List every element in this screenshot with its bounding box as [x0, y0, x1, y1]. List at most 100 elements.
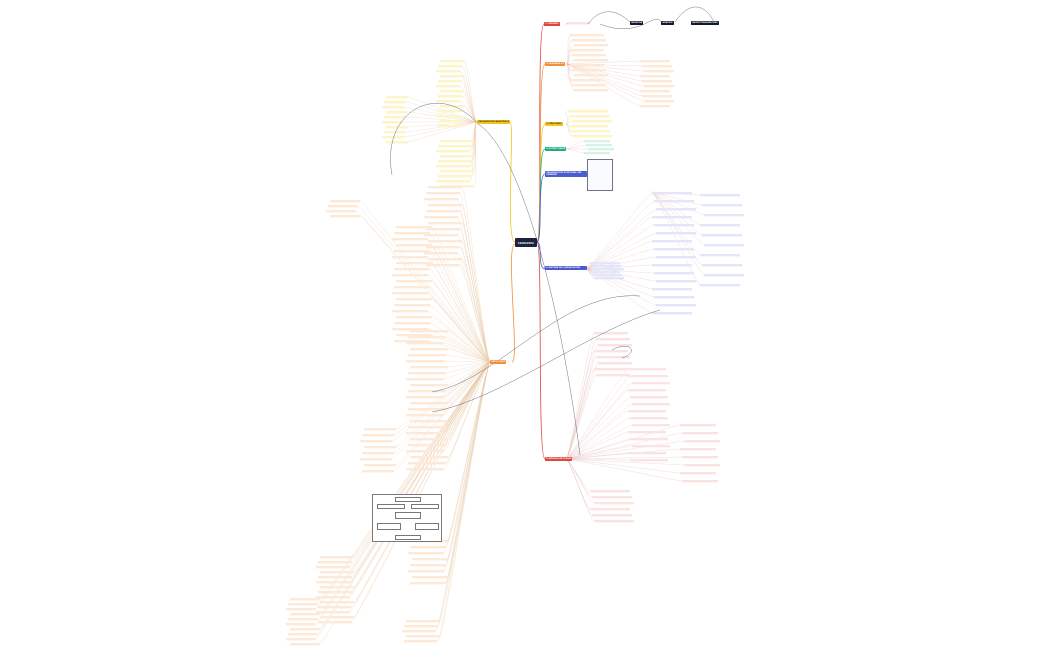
leaf-node[interactable]: [436, 100, 460, 103]
leaf-node[interactable]: [438, 110, 462, 113]
leaf-node[interactable]: [410, 366, 448, 369]
leaf-node[interactable]: [288, 603, 318, 606]
leaf-node[interactable]: [592, 274, 622, 277]
leaf-node[interactable]: [328, 205, 358, 208]
leaf-node[interactable]: [330, 215, 360, 218]
leaf-node[interactable]: [320, 601, 354, 604]
leaf-node[interactable]: [330, 200, 360, 203]
leaf-node[interactable]: [392, 238, 428, 241]
leaf-node[interactable]: [680, 472, 716, 475]
leaf-node[interactable]: [410, 384, 448, 387]
leaf-node[interactable]: [570, 34, 604, 37]
leaf-node[interactable]: [384, 131, 406, 134]
leaf-node[interactable]: [572, 39, 606, 42]
leaf-node[interactable]: [598, 344, 632, 347]
leaf-node[interactable]: [590, 490, 630, 493]
leaf-node[interactable]: [570, 22, 588, 25]
leaf-node[interactable]: [426, 192, 460, 195]
leaf-node[interactable]: [424, 216, 458, 219]
topic-desarrollo[interactable]: 2. DESARROLLO: [545, 62, 566, 66]
leaf-node[interactable]: [396, 262, 432, 265]
leaf-node[interactable]: [574, 89, 608, 92]
leaf-node[interactable]: [394, 322, 430, 325]
leaf-node[interactable]: [406, 396, 444, 399]
leaf-node[interactable]: [386, 141, 408, 144]
leaf-node[interactable]: [570, 64, 604, 67]
topic-organizacion-funcional[interactable]: ORGANIZACIÓN FUNCIONAL DEL CEREBRO: [545, 171, 588, 178]
leaf-node[interactable]: [570, 115, 610, 118]
leaf-node[interactable]: [394, 232, 430, 235]
leaf-node[interactable]: [320, 586, 354, 589]
leaf-node[interactable]: [642, 65, 672, 68]
leaf-node[interactable]: [628, 431, 666, 434]
leaf-node[interactable]: [654, 296, 694, 299]
leaf-node[interactable]: [644, 100, 674, 103]
leaf-node[interactable]: [596, 356, 630, 359]
leaf-node[interactable]: [384, 101, 406, 104]
leaf-node[interactable]: [316, 581, 350, 584]
leaf-node[interactable]: [426, 246, 460, 249]
leaf-node[interactable]: [408, 552, 444, 555]
leaf-node[interactable]: [440, 90, 464, 93]
leaf-node[interactable]: [436, 115, 460, 118]
leaf-node[interactable]: [654, 224, 694, 227]
central-topic[interactable]: CEREBRIA: [515, 238, 537, 247]
leaf-node[interactable]: [592, 496, 632, 499]
leaf-node[interactable]: [440, 140, 474, 143]
leaf-node[interactable]: [402, 630, 436, 633]
leaf-node[interactable]: [406, 635, 440, 638]
leaf-node[interactable]: [594, 277, 624, 280]
leaf-node[interactable]: [438, 125, 462, 128]
leaf-node[interactable]: [440, 75, 464, 78]
leaf-node[interactable]: [290, 598, 320, 601]
leaf-node[interactable]: [364, 428, 396, 431]
leaf-node[interactable]: [700, 254, 740, 257]
leaf-node[interactable]: [572, 120, 612, 123]
leaf-node[interactable]: [594, 502, 634, 505]
leaf-node[interactable]: [640, 90, 670, 93]
leaf-node[interactable]: [684, 440, 720, 443]
leaf-node[interactable]: [286, 608, 316, 611]
leaf-node[interactable]: [570, 49, 604, 52]
leaf-node[interactable]: [642, 95, 672, 98]
leaf-node[interactable]: [680, 424, 716, 427]
leaf-node[interactable]: [428, 204, 462, 207]
leaf-node[interactable]: [642, 80, 672, 83]
leaf-node[interactable]: [570, 130, 610, 133]
leaf-node[interactable]: [656, 208, 696, 211]
leaf-node[interactable]: [320, 571, 354, 574]
leaf-node[interactable]: [412, 558, 448, 561]
leaf-node[interactable]: [652, 192, 692, 195]
leaf-node[interactable]: [590, 262, 620, 265]
leaf-node[interactable]: [406, 468, 444, 471]
leaf-node[interactable]: [628, 410, 666, 413]
leaf-node[interactable]: [320, 616, 354, 619]
leaf-node[interactable]: [598, 362, 632, 365]
leaf-node[interactable]: [640, 75, 670, 78]
leaf-node[interactable]: [592, 265, 622, 268]
leaf-node[interactable]: [406, 360, 444, 363]
leaf-node[interactable]: [426, 228, 460, 231]
leaf-node[interactable]: [680, 448, 716, 451]
leaf-node[interactable]: [588, 148, 614, 151]
leaf-node[interactable]: [394, 250, 430, 253]
leaf-node[interactable]: [704, 214, 744, 217]
topic-patologias[interactable]: PATOLOGÍAS: [490, 360, 507, 364]
leaf-node[interactable]: [396, 298, 432, 301]
leaf-node[interactable]: [424, 198, 458, 201]
leaf-node[interactable]: [290, 643, 320, 646]
topic-neurona[interactable]: NEURONA: [630, 21, 644, 25]
leaf-node[interactable]: [412, 576, 448, 579]
leaf-node[interactable]: [410, 582, 446, 585]
leaf-node[interactable]: [572, 135, 612, 138]
leaf-node[interactable]: [440, 120, 464, 123]
leaf-node[interactable]: [410, 348, 448, 351]
leaf-node[interactable]: [406, 620, 440, 623]
leaf-node[interactable]: [628, 368, 666, 371]
leaf-node[interactable]: [360, 458, 392, 461]
leaf-node[interactable]: [362, 452, 394, 455]
leaf-node[interactable]: [318, 606, 352, 609]
leaf-node[interactable]: [392, 274, 428, 277]
leaf-node[interactable]: [410, 456, 448, 459]
leaf-node[interactable]: [632, 445, 670, 448]
